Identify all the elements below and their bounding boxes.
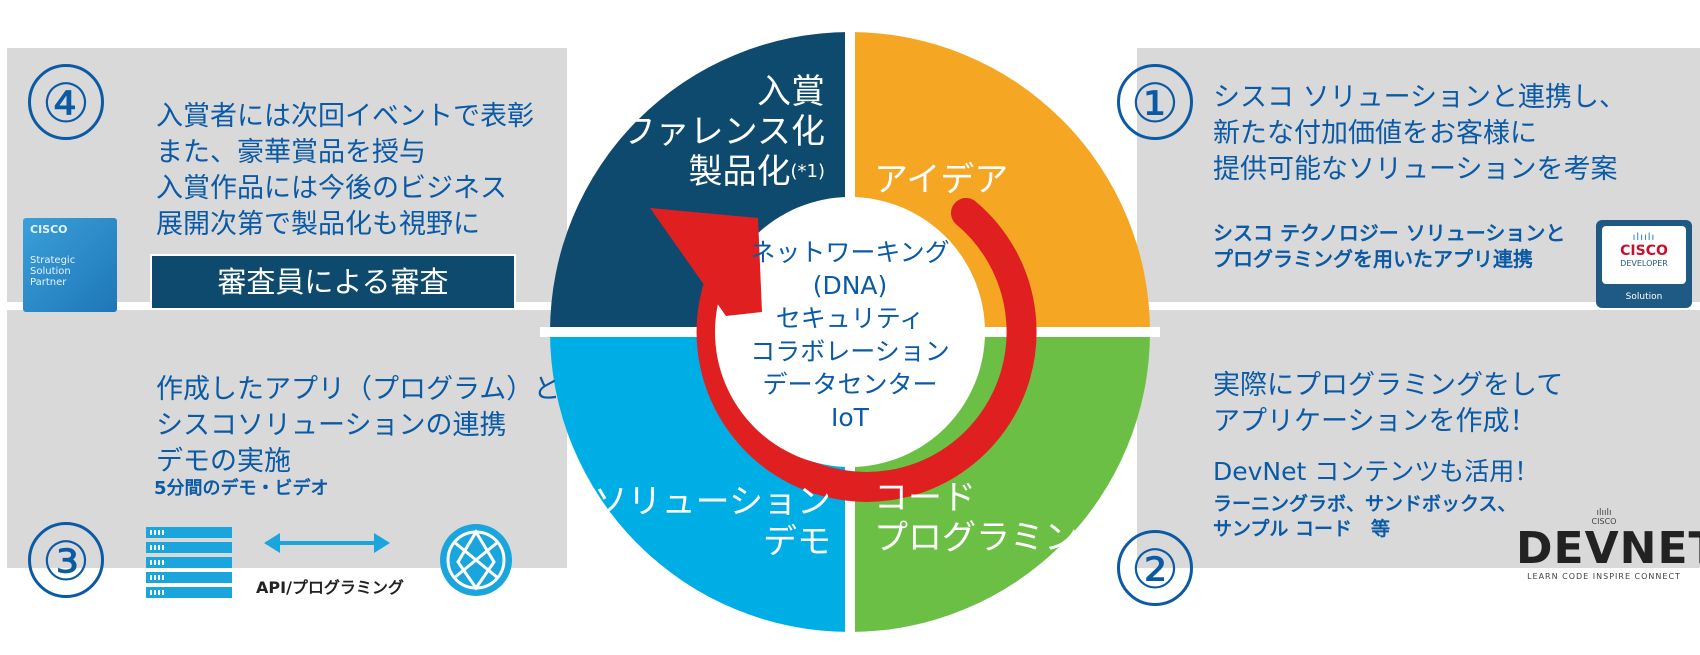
step-2-bold-line: ラーニングラボ、サンドボックス、 <box>1213 493 1517 515</box>
wheel-code-line: プログラミング <box>874 518 1112 558</box>
step-2-line: アプリケーションを作成！ <box>1213 406 1537 437</box>
step-3-line: 作成したアプリ（プログラム）と <box>156 374 561 405</box>
step-4-line: 入賞者には次回イベントで表彰 <box>156 101 534 132</box>
wheel-label-award: 入賞 リファレンス化 製品化(*1) <box>588 72 825 192</box>
step-3-line: シスコソリューションの連携 <box>156 410 507 441</box>
partner-line: Partner <box>30 277 67 288</box>
step-3-bold-line: 5分間のデモ・ビデオ <box>154 478 329 499</box>
step-2-bold-text: ラーニングラボ、サンドボックス、 サンプル コード 等 <box>1213 492 1516 542</box>
cisco-wordmark: CISCO <box>30 223 68 236</box>
center-topic: ネットワーキング <box>750 238 950 267</box>
cisco-wordmark: CISCO <box>1591 517 1617 526</box>
cisco-developer-logo: ılıılı CISCO DEVELOPER Solution <box>1596 220 1692 308</box>
cisco-bars-icon: ılıılı <box>1632 232 1656 243</box>
api-label: API/プログラミング <box>256 578 404 597</box>
step-2-bold-line: サンプル コード 等 <box>1213 518 1391 540</box>
judge-review-box: 審査員による審査 <box>150 254 516 310</box>
developer-wordmark: DEVELOPER <box>1620 259 1668 268</box>
wheel-award-line: 製品化(*1) <box>588 152 826 192</box>
wheel-award-line: リファレンス化 <box>587 112 825 152</box>
wheel-label-demo: ソリューション デモ <box>594 482 831 562</box>
step-4-line: また、豪華賞品を授与 <box>156 137 426 168</box>
step-4-line: 展開次第で製品化も視野に <box>156 209 480 240</box>
step-2-line: 実際にプログラミングをして <box>1213 370 1564 401</box>
center-topic: IoT <box>831 403 869 432</box>
globe-network-icon <box>440 524 512 596</box>
step-2-devnet-line: DevNet コンテンツも活用！ <box>1213 457 1540 486</box>
step-4-number: ④ <box>28 64 104 140</box>
step-1-bold-line: プログラミングを用いたアプリ連携 <box>1213 247 1533 271</box>
wheel-label-code: コード プログラミング <box>874 478 1112 558</box>
step-1-line: シスコ ソリューションと連携し、 <box>1213 82 1627 113</box>
bidirectional-arrow-icon <box>264 533 390 553</box>
step-3-text: 作成したアプリ（プログラム）と シスコソリューションの連携 デモの実施 <box>156 372 560 480</box>
wheel-label-idea: アイデア <box>874 160 1009 200</box>
center-topics: ネットワーキング (DNA) セキュリティ コラボレーション データセンター I… <box>690 236 1010 434</box>
center-topic: セキュリティ <box>775 304 925 333</box>
step-2-number: ② <box>1117 530 1193 606</box>
devnet-tagline: LEARN CODE INSPIRE CONNECT <box>1527 572 1681 581</box>
devnet-logo: ılıılı CISCO DEVNET LEARN CODE INSPIRE C… <box>1516 508 1700 581</box>
step-1-number: ① <box>1117 64 1193 140</box>
cisco-wordmark: CISCO <box>1620 243 1668 259</box>
step-3-number: ③ <box>28 522 104 598</box>
step-1-bold-line: シスコ テクノロジー ソリューションと <box>1213 221 1566 245</box>
step-1-line: 新たな付加価値をお客様に <box>1213 118 1537 149</box>
center-circle <box>715 197 985 467</box>
cycle-arrow <box>696 198 1037 502</box>
wheel-demo-line: ソリューション <box>593 482 831 522</box>
cycle-arrowhead <box>650 208 762 316</box>
step-1-line: 提供可能なソリューションを考案 <box>1213 154 1618 185</box>
step-1-text: シスコ ソリューションと連携し、 新たな付加価値をお客様に 提供可能なソリューシ… <box>1213 80 1626 188</box>
wheel-demo-line: デモ <box>763 522 831 562</box>
devnet-wordmark: DEVNET <box>1516 523 1700 574</box>
step-4-line: 入賞作品には今後のビジネス <box>156 173 507 204</box>
step-2-text: 実際にプログラミングをして アプリケーションを作成！ <box>1213 368 1563 440</box>
center-topic: コラボレーション <box>750 337 950 366</box>
wheel-award-line: 入賞 <box>757 72 825 112</box>
step-3-line: デモの実施 <box>156 446 291 477</box>
center-topic: データセンター <box>762 370 938 399</box>
cisco-bars-icon: ılıılı <box>1596 508 1612 518</box>
center-topic: (DNA) <box>812 271 888 300</box>
cisco-partner-logo: CISCO Strategic Solution Partner <box>23 218 117 312</box>
step-1-bold-text: シスコ テクノロジー ソリューションと プログラミングを用いたアプリ連携 <box>1213 220 1565 272</box>
step-4-text: 入賞者には次回イベントで表彰 また、豪華賞品を授与 入賞作品には今後のビジネス … <box>156 99 534 243</box>
partner-line: Solution <box>30 266 71 277</box>
footnote-mark: (*1) <box>790 161 826 182</box>
wheel-award-product: 製品化 <box>688 152 791 192</box>
partner-line: Strategic <box>30 255 76 266</box>
wheel-code-line: コード <box>874 478 976 518</box>
server-stack-icon <box>146 527 232 602</box>
panel-bottom-right <box>1137 310 1700 568</box>
solution-wordmark: Solution <box>1625 292 1663 302</box>
